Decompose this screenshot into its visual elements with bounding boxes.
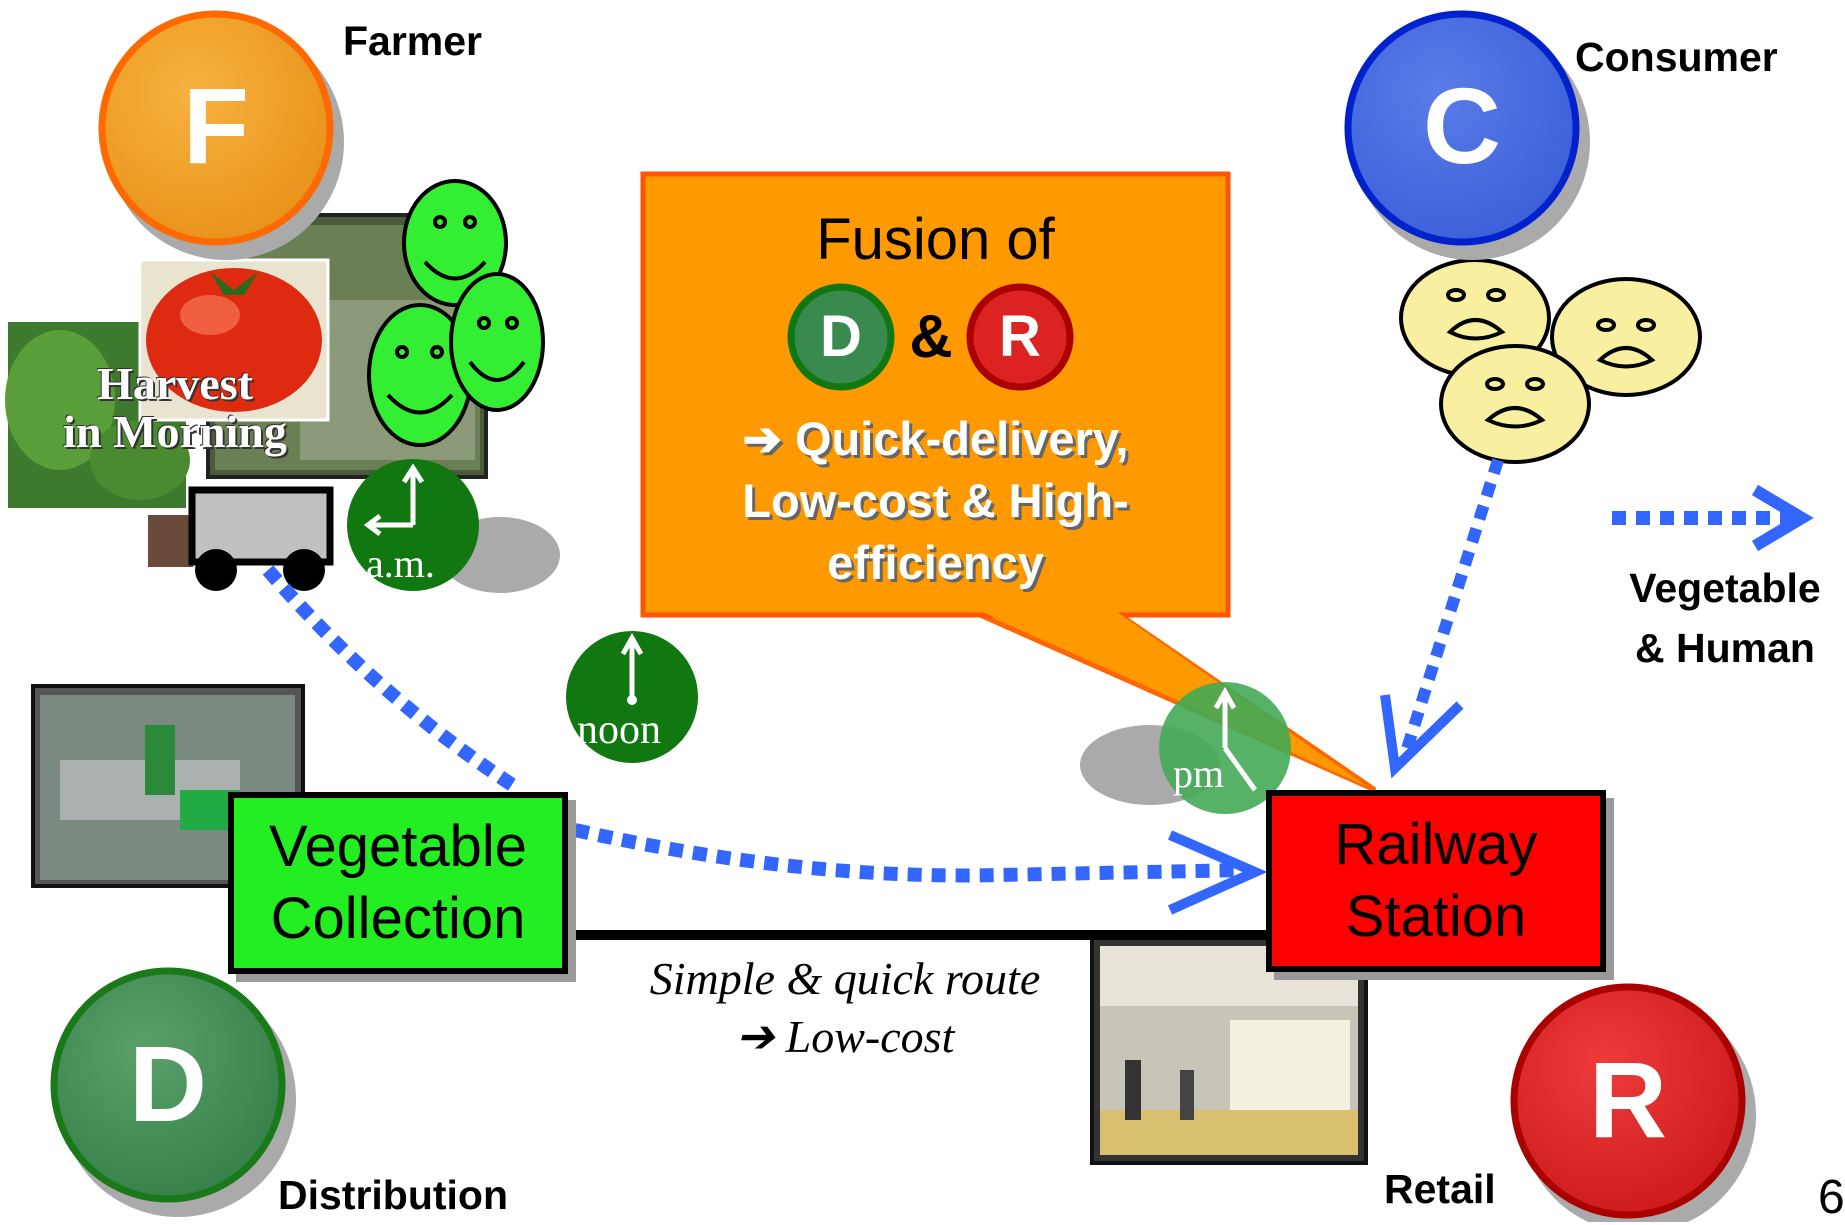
retail-label: Retail [1384, 1166, 1496, 1212]
farmer-letter: F [183, 65, 249, 186]
consumer-letter: C [1423, 65, 1501, 186]
farm-photo-collage [5, 213, 488, 567]
pm-clock-icon [1080, 682, 1291, 814]
callout-d-circle [787, 283, 895, 391]
distribution-circle [50, 967, 296, 1217]
legend-line1: Vegetable [1629, 565, 1821, 611]
route-line2: ➔ Low-cost [735, 1011, 955, 1062]
callout-ampersand: & [909, 303, 953, 370]
station-line1: Railway [1334, 812, 1538, 877]
legend-arrow-icon [1612, 484, 1814, 552]
callout-benefit-line2: Low-cost & High- [742, 474, 1129, 527]
route-line [560, 930, 1273, 940]
collection-line2: Collection [270, 886, 526, 951]
callout-benefit-line3: efficiency [827, 536, 1044, 589]
truck-icon [188, 486, 334, 591]
callout-title: Fusion of [816, 207, 1055, 272]
page-number: 6 [1818, 1171, 1845, 1224]
happy-farmers-icon [367, 179, 545, 447]
unhappy-consumers-icon [1399, 258, 1702, 464]
consumer-circle [1344, 10, 1590, 260]
callout-d-letter: D [820, 304, 862, 369]
callout-benefit-line1: ➔ Quick-delivery, [742, 412, 1129, 465]
noon-clock-icon [566, 631, 698, 763]
harvest-caption-line2: in Morning [63, 406, 287, 458]
distribution-letter: D [129, 1023, 207, 1144]
route-description: Simple & quick route ➔ Low-cost [600, 950, 1090, 1066]
pm-clock-label: pm [1173, 751, 1225, 796]
station-line2: Station [1345, 884, 1527, 949]
route-line1: Simple & quick route [649, 953, 1041, 1004]
vegetable-collection-box: Vegetable Collection [228, 792, 568, 974]
am-clock-label: a.m. [366, 541, 435, 586]
farmer-circle [98, 10, 344, 260]
farmer-label: Farmer [343, 18, 483, 64]
noon-clock-label: noon [577, 707, 661, 753]
legend-label: Vegetable & Human [1605, 558, 1845, 678]
harvest-caption: Harvest in Morning [40, 358, 310, 458]
retail-letter: R [1589, 1039, 1667, 1160]
callout-r-circle [966, 283, 1074, 391]
legend-line2: & Human [1635, 625, 1815, 671]
distribution-label: Distribution [278, 1172, 509, 1218]
vegetable-human-flow [262, 458, 1504, 915]
retail-circle [1510, 983, 1756, 1222]
collection-line1: Vegetable [268, 814, 528, 879]
railway-station-box: Railway Station [1266, 790, 1606, 972]
consumer-label: Consumer [1575, 34, 1778, 80]
callout-benefits: ➔ Quick-delivery, Low-cost & High- effic… [643, 408, 1228, 594]
am-clock-icon [347, 459, 560, 593]
harvest-caption-line1: Harvest [97, 358, 253, 409]
callout-r-letter: R [999, 304, 1041, 369]
